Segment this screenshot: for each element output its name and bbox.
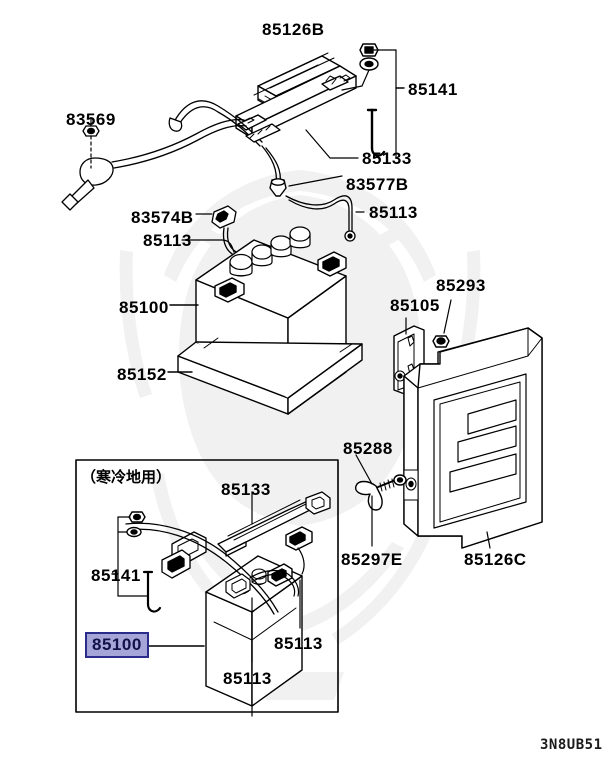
callout-85113-inset-bottom: 85113: [223, 669, 272, 688]
callout-85288: 85288: [343, 439, 393, 458]
callout-85113-upper-right: 85113: [369, 203, 418, 222]
callout-85141-inset: 85141: [91, 566, 141, 585]
callout-85133-inset: 85133: [221, 480, 271, 499]
callout-83577B: 83577B: [346, 175, 409, 194]
callout-85297E: 85297E: [341, 550, 403, 569]
callout-85293: 85293: [436, 276, 486, 295]
callout-85141-upper: 85141: [408, 80, 458, 99]
callout-85113-upper-left: 85113: [143, 231, 192, 250]
callout-83574B: 83574B: [131, 208, 194, 227]
callout-85126C: 85126C: [464, 550, 527, 569]
callout-85100-highlighted[interactable]: 85100: [85, 632, 149, 658]
callout-85133-upper: 85133: [362, 149, 412, 168]
callout-85105: 85105: [390, 296, 440, 315]
inset-label-cold-region: （寒冷地用）: [81, 468, 172, 486]
diagram-code: 3N8UB51: [540, 737, 603, 753]
callout-83569: 83569: [66, 110, 116, 129]
callout-85126B: 85126B: [262, 20, 325, 39]
callout-85100-main: 85100: [119, 298, 169, 317]
callout-85152: 85152: [117, 365, 167, 384]
callout-85113-inset-right: 85113: [274, 634, 323, 653]
